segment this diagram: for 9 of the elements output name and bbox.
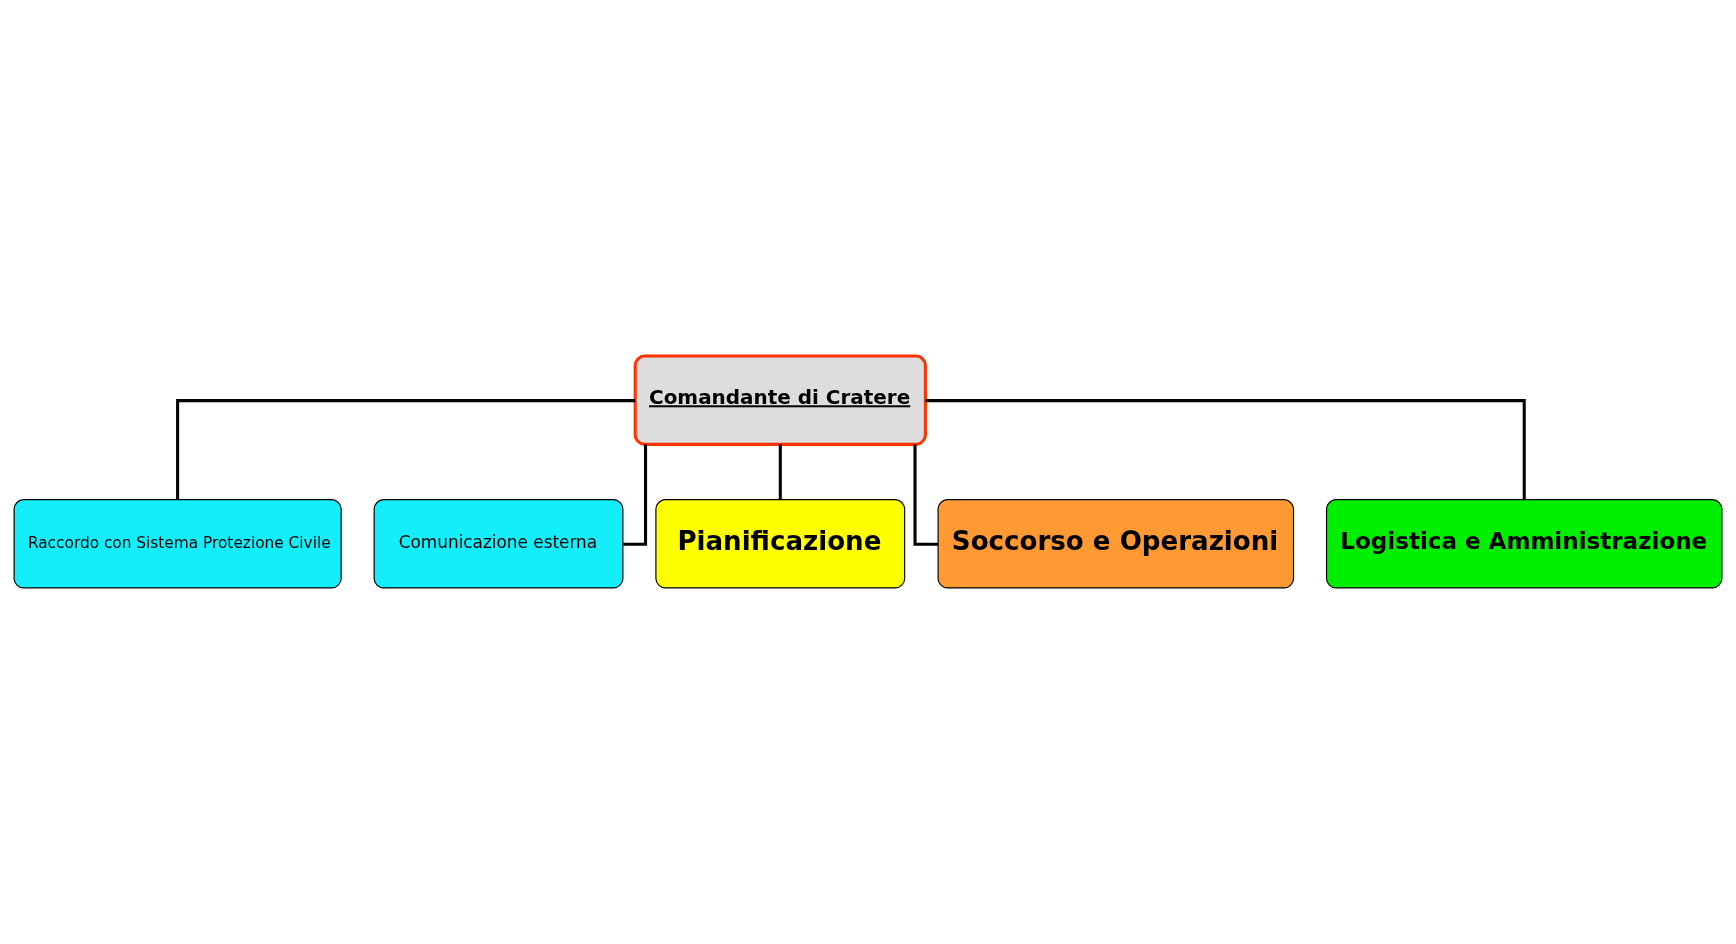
node-box: Comandante di Cratere — [633, 354, 927, 446]
connector — [176, 399, 636, 500]
node-box: Pianificazione — [655, 499, 906, 589]
node-box: Logistica e Amministrazione — [1325, 499, 1723, 589]
connector — [925, 399, 1526, 500]
node-box: Comunicazione esterna — [373, 499, 624, 589]
connector — [778, 444, 782, 500]
node-box: Raccordo con Sistema Protezione Civile — [13, 499, 342, 589]
node-box: Soccorso e Operazioni — [937, 499, 1295, 589]
